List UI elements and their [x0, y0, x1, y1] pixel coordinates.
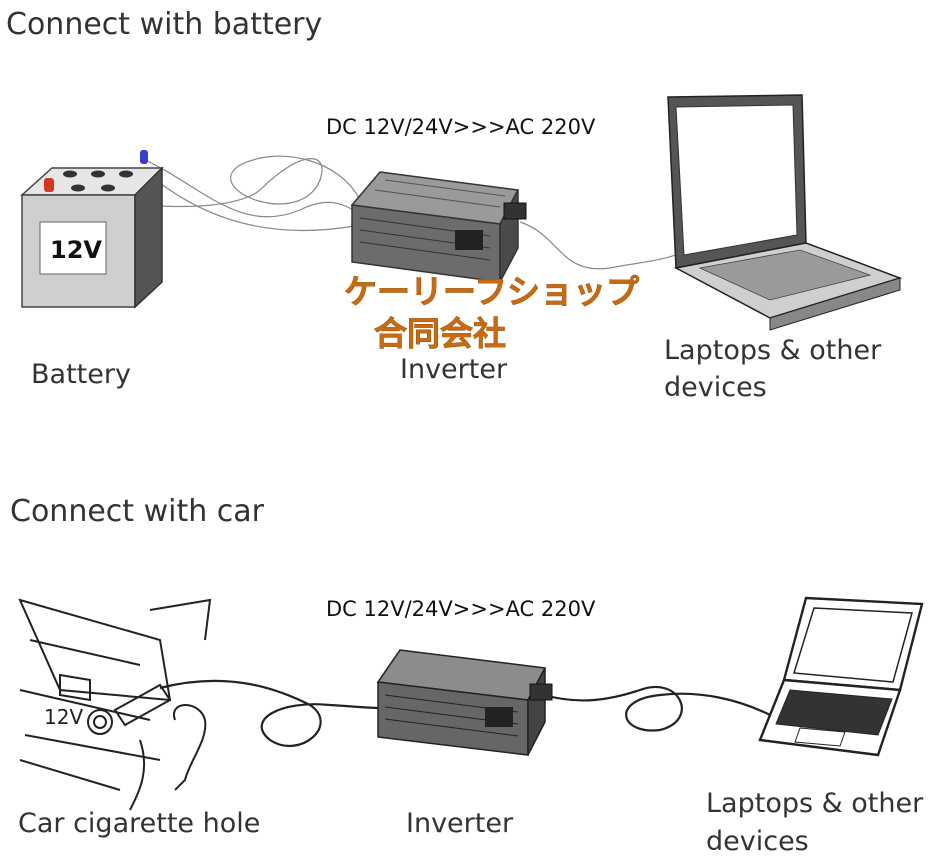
inverter-icon	[350, 171, 527, 283]
battery-label: Battery	[31, 359, 131, 390]
car-device-label-line2: devices	[706, 826, 809, 857]
car-section-heading: Connect with car	[10, 494, 265, 529]
inverter-label: Inverter	[400, 354, 508, 385]
car-cables	[159, 679, 771, 747]
battery-icon	[20, 150, 164, 309]
battery-voltage-badge: 12V	[50, 236, 102, 264]
battery-section-heading: Connect with battery	[6, 7, 322, 42]
car-socket-voltage-badge: 12V	[44, 705, 83, 729]
battery-voltage-spec: DC 12V/24V>>>AC 220V	[326, 115, 596, 139]
shop-watermark-name: ケーリーフショップ	[344, 272, 640, 311]
device-label-line2: devices	[664, 372, 767, 403]
shop-watermark-company: 合同会社	[374, 314, 506, 353]
device-label-line1: Laptops & other	[664, 335, 882, 366]
car-laptop-icon	[758, 596, 924, 757]
battery-cables	[47, 155, 691, 270]
car-dashboard-icon	[18, 598, 212, 811]
car-inverter-icon	[376, 649, 553, 756]
laptop-icon	[667, 94, 903, 331]
car-device-label-line1: Laptops & other	[706, 788, 924, 819]
car-inverter-label: Inverter	[406, 808, 514, 839]
car-voltage-spec: DC 12V/24V>>>AC 220V	[326, 597, 596, 621]
car-socket-label: Car cigarette hole	[18, 808, 260, 839]
